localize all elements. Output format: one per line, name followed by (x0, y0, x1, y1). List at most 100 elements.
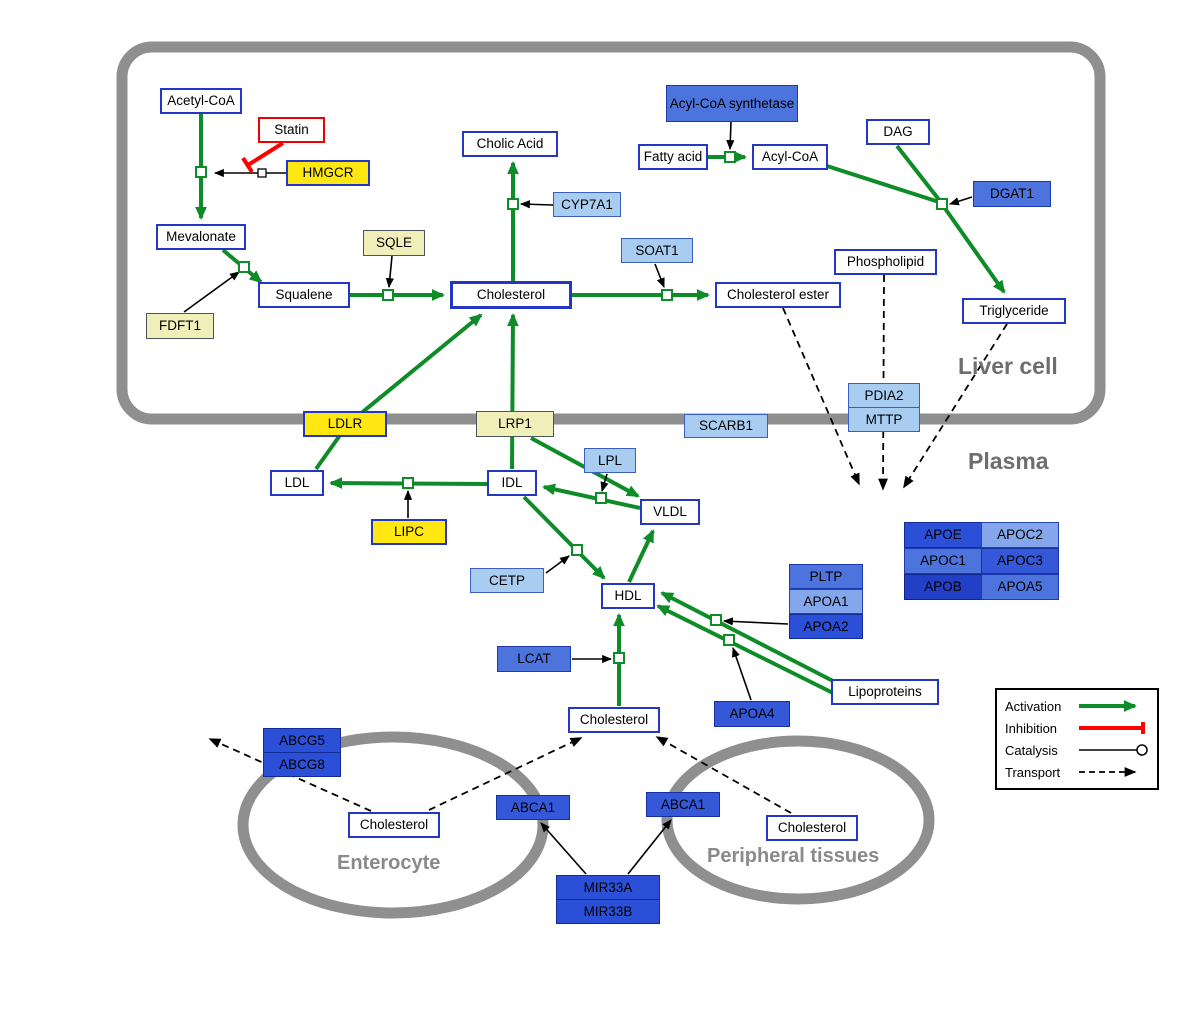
edge-cetp-catalysis (545, 555, 570, 574)
edge-lipoproteins-hdl-lower (656, 604, 834, 695)
pdia2-node[interactable]: PDIA2 (848, 383, 920, 408)
apoa1-node[interactable]: APOA1 (789, 589, 863, 614)
fatty-acid-node[interactable]: Fatty acid (638, 144, 708, 170)
pltp-node[interactable]: PLTP (789, 564, 863, 589)
edge-apoa4-catalysis (732, 646, 752, 701)
edge-phospholipid-plasma (878, 274, 888, 491)
edge-triglyceride-plasma (903, 323, 1008, 489)
fdft1-node[interactable]: FDFT1 (146, 313, 214, 339)
sqle-node[interactable]: SQLE (363, 230, 425, 256)
transport-symbol-icon (1079, 767, 1137, 777)
edge-mir33-abca1-right (627, 819, 672, 875)
acyl-coa-synthetase-node[interactable]: Acyl-CoA synthetase (666, 85, 798, 122)
cholic-acid-node[interactable]: Cholic Acid (462, 131, 558, 157)
edge-statin-inhibits-hmgcr (246, 141, 285, 167)
lipoproteins-node[interactable]: Lipoproteins (831, 679, 939, 705)
edge-acylcoasynthetase-catalysis (726, 121, 735, 151)
squalene-node[interactable]: Squalene (258, 282, 350, 308)
edge-cholesterolester-plasma (782, 307, 860, 486)
legend-row-catalysis: Catalysis (1005, 739, 1149, 761)
reaction-nodes (195, 151, 948, 664)
abcg5-node[interactable]: ABCG5 (263, 728, 341, 753)
plasma-label: Plasma (968, 448, 1049, 474)
apoc3-node[interactable]: APOC3 (981, 548, 1059, 574)
scarb1-node[interactable]: SCARB1 (684, 414, 768, 438)
lrp1-node[interactable]: LRP1 (476, 411, 554, 437)
legend-row-inhibition: Inhibition (1005, 717, 1149, 739)
edge-ldl-ldlr-cholesterol (314, 313, 483, 471)
edge-junction-triglyceride (942, 205, 1006, 294)
activation-symbol-icon (1079, 700, 1137, 712)
lipc-node[interactable]: LIPC (371, 519, 447, 545)
cholesterol-ester-node[interactable]: Cholesterol ester (715, 282, 841, 308)
apoa5-node[interactable]: APOA5 (981, 574, 1059, 600)
vldl-node[interactable]: VLDL (640, 499, 700, 525)
cholesterol-liver-node[interactable]: Cholesterol (450, 281, 572, 309)
edge-dgat1-catalysis (948, 196, 973, 206)
edge-cyp7a1-catalysis (519, 200, 554, 209)
apoa4-node[interactable]: APOA4 (714, 701, 790, 727)
legend-transport-label: Transport (1005, 764, 1061, 780)
legend-inhibition-label: Inhibition (1005, 720, 1058, 736)
edge-sqle-catalysis (385, 255, 394, 289)
inhibition-tbar (241, 156, 254, 174)
ldl-node[interactable]: LDL (270, 470, 324, 496)
ldlr-node[interactable]: LDLR (303, 411, 387, 437)
legend-catalysis-label: Catalysis (1005, 742, 1058, 758)
mevalonate-node[interactable]: Mevalonate (156, 224, 246, 250)
edge-mir33-abca1-left (540, 822, 587, 875)
edge-idl-hdl (522, 495, 606, 580)
catalysis-symbol-icon (1079, 744, 1148, 756)
apob-node[interactable]: APOB (904, 574, 982, 600)
hdl-node[interactable]: HDL (601, 583, 655, 609)
edge-apoa1-apoa2-catalysis (722, 617, 789, 626)
abcg8-node[interactable]: ABCG8 (263, 752, 341, 777)
mttp-node[interactable]: MTTP (848, 407, 920, 432)
abca1-peripheral-node[interactable]: ABCA1 (646, 792, 720, 817)
cholesterol-enterocyte-node[interactable]: Cholesterol (348, 812, 440, 838)
dag-node[interactable]: DAG (866, 119, 930, 145)
cyp7a1-node[interactable]: CYP7A1 (553, 192, 621, 217)
edge-lpl-catalysis (600, 473, 609, 493)
catalysis-connector-square (257, 168, 267, 178)
lpl-node[interactable]: LPL (584, 448, 636, 473)
lcat-node[interactable]: LCAT (497, 646, 571, 672)
edge-idl-lrp1-cholesterol (507, 313, 519, 470)
cetp-node[interactable]: CETP (470, 568, 544, 593)
idl-node[interactable]: IDL (487, 470, 537, 496)
legend: Activation Inhibition Catalysis Transpor… (995, 688, 1159, 790)
dgat1-node[interactable]: DGAT1 (973, 181, 1051, 207)
cholesterol-peripheral-node[interactable]: Cholesterol (766, 815, 858, 841)
hmgcr-node[interactable]: HMGCR (286, 160, 370, 186)
mir33a-node[interactable]: MIR33A (556, 875, 660, 900)
edge-hdl-vldl (627, 529, 655, 583)
apoe-node[interactable]: APOE (904, 522, 982, 548)
apoa2-node[interactable]: APOA2 (789, 614, 863, 639)
inhibition-edge (241, 141, 285, 174)
edge-dag-junction (895, 144, 942, 203)
apoc1-node[interactable]: APOC1 (904, 548, 982, 574)
edge-peripheral-abca1-cholesterol (655, 736, 792, 814)
cholesterol-plasma-node[interactable]: Cholesterol (568, 707, 660, 733)
mir33b-node[interactable]: MIR33B (556, 899, 660, 924)
liver-cell-label: Liver cell (958, 353, 1058, 379)
soat1-node[interactable]: SOAT1 (621, 238, 693, 263)
acetyl-coa-node[interactable]: Acetyl-CoA (160, 88, 242, 114)
acyl-coa-product-node[interactable]: Acyl-CoA (752, 144, 828, 170)
edge-soat1-catalysis (654, 263, 665, 289)
legend-row-transport: Transport (1005, 761, 1149, 783)
legend-activation-label: Activation (1005, 698, 1062, 714)
edge-vldl-idl (542, 483, 641, 510)
abca1-enterocyte-node[interactable]: ABCA1 (496, 795, 570, 820)
liver-cell-outline (116, 41, 1106, 425)
inhibition-symbol-icon (1079, 722, 1145, 734)
triglyceride-node[interactable]: Triglyceride (962, 298, 1066, 324)
phospholipid-node[interactable]: Phospholipid (834, 249, 937, 275)
catalysis-edges (183, 121, 973, 875)
statin-node[interactable]: Statin (258, 117, 325, 143)
apoc2-node[interactable]: APOC2 (981, 522, 1059, 548)
enterocyte-label: Enterocyte (337, 852, 441, 874)
edge-acylcoa-junction (826, 164, 940, 204)
legend-row-activation: Activation (1005, 695, 1149, 717)
